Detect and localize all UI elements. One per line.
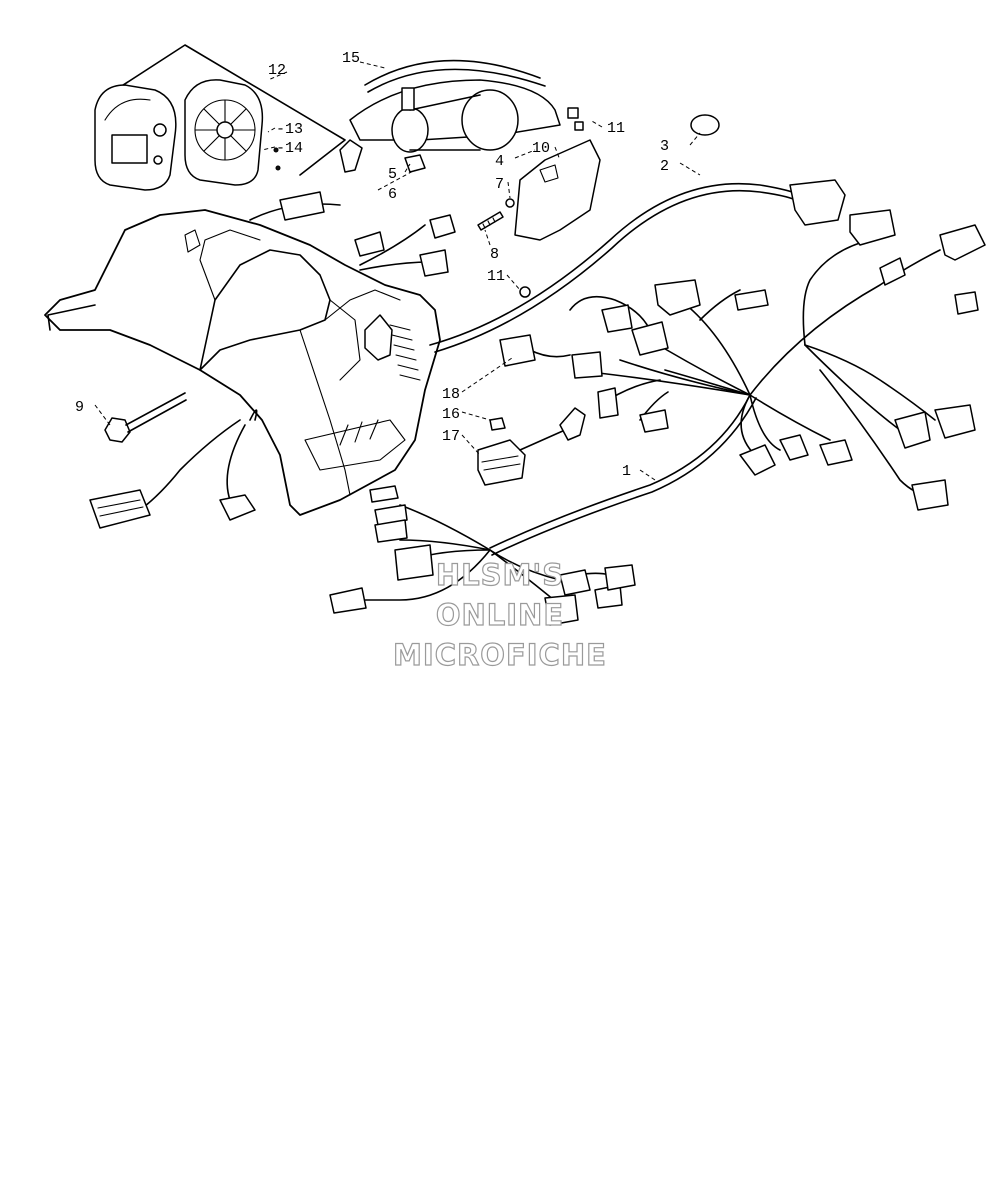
callout-8: 8 [490, 246, 499, 263]
callout-14: -14 [276, 140, 303, 157]
callout-17: 17 [442, 428, 460, 445]
watermark-line-1: HLSM'S [436, 558, 564, 592]
bolt [104, 392, 187, 443]
callout-3: 3 [660, 138, 669, 155]
callout-4: 4 [495, 153, 504, 170]
callout-15: 15 [342, 50, 360, 67]
callout-9: 9 [75, 399, 84, 416]
resistor-block [477, 407, 586, 486]
callout-12: 12 [268, 62, 286, 79]
callout-5: 5 [388, 166, 397, 183]
watermark-line-2: ONLINE [436, 598, 564, 632]
callout-11-lower: 11 [487, 268, 505, 285]
gauge-assembly [94, 44, 346, 191]
callout-10: 10 [532, 140, 550, 157]
callout-16: 16 [442, 406, 460, 423]
callout-11-upper: 11 [607, 120, 625, 137]
callout-13: -13 [276, 121, 303, 138]
dash-shell [44, 209, 441, 516]
callout-18: 18 [442, 386, 460, 403]
watermark: HLSM'S ONLINE MICROFICHE [392, 557, 607, 672]
connectors [89, 114, 986, 626]
fasteners [477, 198, 531, 431]
callout-1: 1 [622, 463, 631, 480]
callout-labels: 1 2 3 4 5 6 7 8 9 10 11 11 12 -13 -14 15… [75, 50, 669, 480]
callout-7: 7 [495, 176, 504, 193]
leader-lines [94, 61, 701, 481]
watermark-line-3: MICROFICHE [393, 638, 607, 672]
callout-6: 6 [388, 186, 397, 203]
headlight-cover [339, 59, 601, 241]
callout-2: 2 [660, 158, 669, 175]
